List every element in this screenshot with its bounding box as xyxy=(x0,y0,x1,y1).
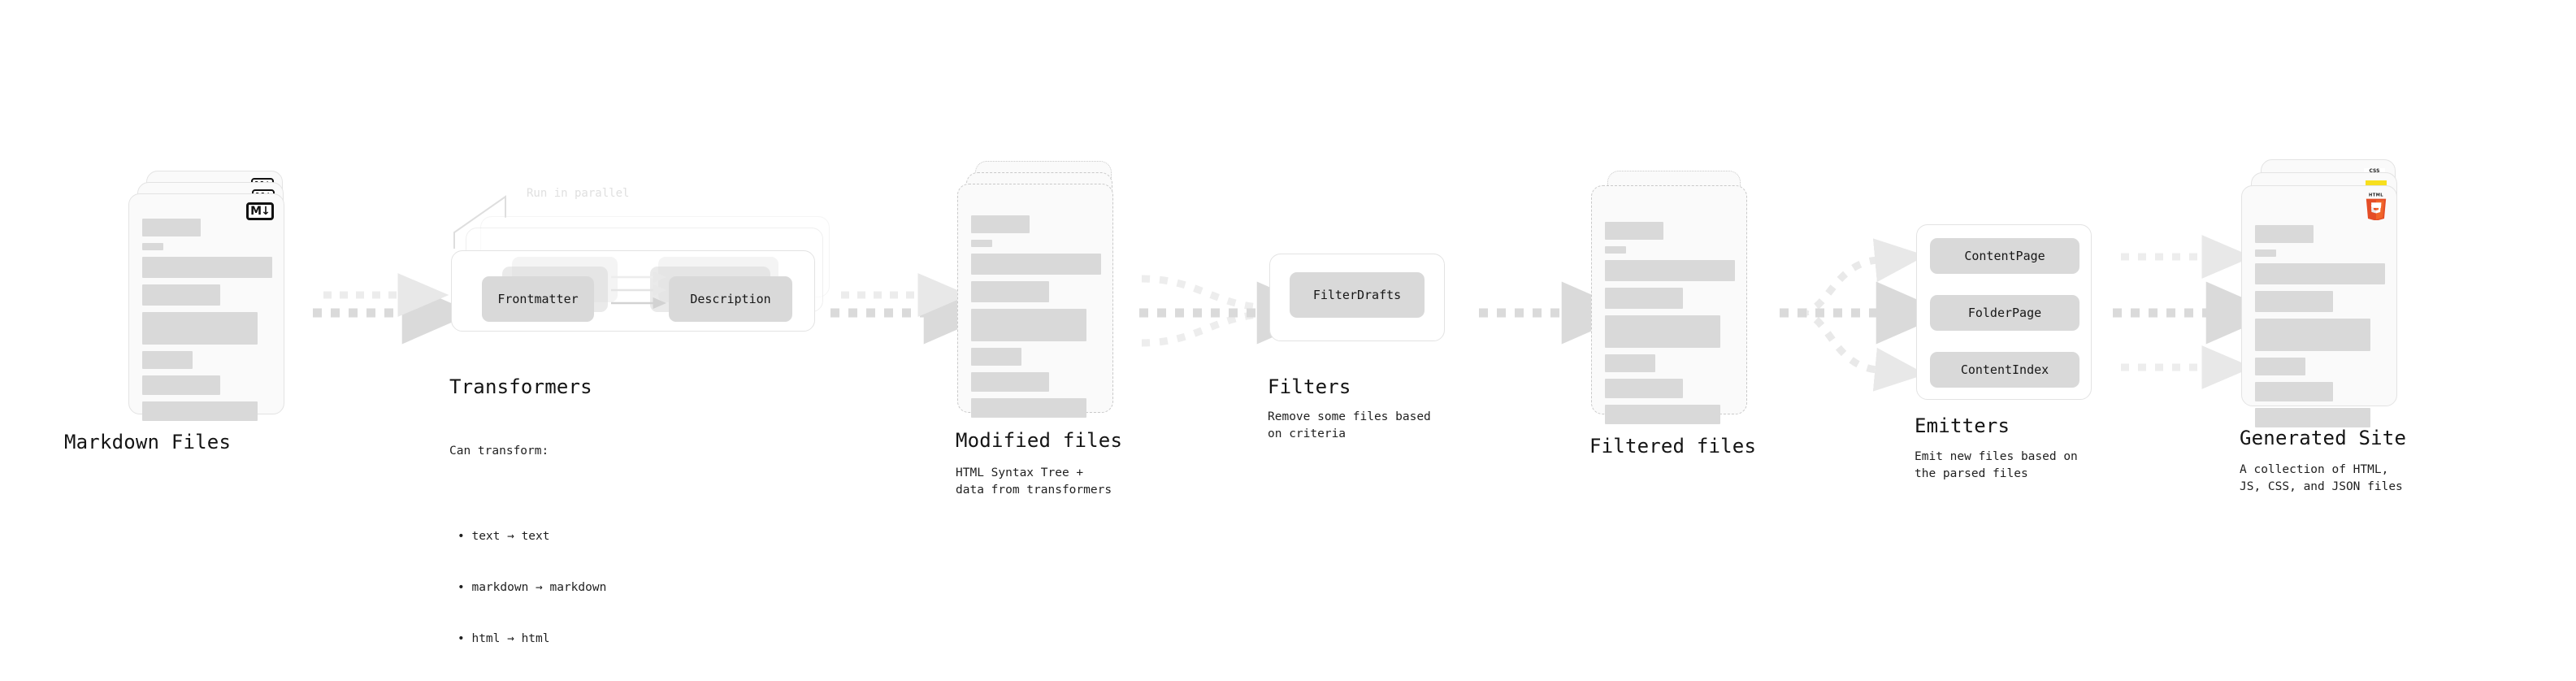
content-bar xyxy=(2255,249,2276,257)
content-bar xyxy=(1605,354,1655,372)
document-card-front xyxy=(957,184,1113,418)
run-in-parallel-label: Run in parallel xyxy=(527,187,630,200)
content-bar xyxy=(2255,382,2333,401)
content-bar xyxy=(971,281,1049,302)
emitter-chip-folderpage[interactable]: FolderPage xyxy=(1930,295,2079,331)
stage-subtitle-modified-files: HTML Syntax Tree + data from transformer… xyxy=(956,466,1112,497)
content-bar xyxy=(971,254,1101,275)
content-bar xyxy=(142,243,163,250)
content-bar xyxy=(971,398,1086,418)
content-bar xyxy=(142,351,193,369)
content-bar xyxy=(1605,246,1626,254)
emitters-panel: ContentPage FolderPage ContentIndex xyxy=(1916,224,2092,400)
content-bar xyxy=(2255,263,2385,284)
transform-list-item: html → html xyxy=(458,631,606,648)
content-bar xyxy=(971,240,992,247)
chip-label: ContentPage xyxy=(1964,249,2045,263)
document-card-front xyxy=(1591,185,1747,424)
chip-label: FilterDrafts xyxy=(1312,288,1402,302)
filter-chip-filterdrafts[interactable]: FilterDrafts xyxy=(1290,272,1425,318)
content-bar xyxy=(142,257,272,278)
connector-modified-to-filters xyxy=(1139,275,1329,347)
content-bar xyxy=(971,309,1086,341)
transform-list-item: markdown → markdown xyxy=(458,579,606,596)
transformer-chip-frontmatter[interactable]: Frontmatter xyxy=(482,276,594,322)
filtered-file-stack xyxy=(1591,167,1762,424)
emitter-chip-contentpage[interactable]: ContentPage xyxy=(1930,238,2079,274)
connector-emitters-to-site xyxy=(2113,235,2278,389)
markdown-file-stack: M↓ M↓ M↓ xyxy=(128,171,299,421)
html5-icon: HTML xyxy=(2364,191,2388,223)
html5-icon-glyph: HTML xyxy=(2366,193,2387,221)
generated-file-stack: CSS HTML xyxy=(2241,159,2412,427)
content-bar xyxy=(142,375,220,395)
chip-label: Frontmatter xyxy=(497,292,579,306)
connector-markdown-to-transformers xyxy=(313,273,474,345)
markdown-icon: M↓ xyxy=(246,202,274,220)
chip-label: Description xyxy=(690,292,771,306)
stage-title-filters: Filters xyxy=(1268,375,1351,398)
filters-panel: FilterDrafts xyxy=(1269,254,1445,341)
document-content-bars xyxy=(1605,222,1735,431)
content-bar xyxy=(2255,225,2314,243)
document-content-bars xyxy=(2255,225,2385,434)
stage-title-generated-site: Generated Site xyxy=(2240,427,2407,449)
transformer-internal-arrows xyxy=(611,272,666,310)
content-bar xyxy=(1605,315,1720,348)
content-bar xyxy=(2255,319,2370,351)
content-bar xyxy=(2255,358,2305,375)
stage-title-markdown-files: Markdown Files xyxy=(64,431,232,453)
chip-label: ContentIndex xyxy=(1960,362,2049,377)
content-bar xyxy=(1605,288,1683,309)
transform-list-item: text → text xyxy=(458,528,606,545)
content-bar xyxy=(1605,379,1683,398)
connector-filtered-to-emitters xyxy=(1780,238,1948,392)
stage-title-transformers: Transformers xyxy=(449,375,592,398)
stage-title-filtered-files: Filtered files xyxy=(1589,435,1757,458)
document-card-front: M↓ xyxy=(128,193,284,421)
transformer-chip-description[interactable]: Description xyxy=(669,276,792,322)
document-content-bars xyxy=(971,215,1101,424)
content-bar xyxy=(1605,222,1663,240)
stage-subtitle-generated-site: A collection of HTML, JS, CSS, and JSON … xyxy=(2240,463,2403,494)
run-in-parallel-bracket xyxy=(453,195,506,249)
connector-transformers-to-modified xyxy=(830,273,995,345)
stage-subtitle-transformers: Can transform: text → text markdown → ma… xyxy=(449,409,606,681)
markdown-icon-label: M↓ xyxy=(246,202,274,220)
document-content-bars xyxy=(142,219,272,427)
svg-text:HTML: HTML xyxy=(2369,193,2383,197)
chip-label: FolderPage xyxy=(1967,306,2042,320)
stage-title-modified-files: Modified files xyxy=(956,429,1123,452)
content-bar xyxy=(142,401,258,421)
content-bar xyxy=(142,284,220,306)
emitter-chip-contentindex[interactable]: ContentIndex xyxy=(1930,352,2079,388)
content-bar xyxy=(1605,405,1720,424)
stage-title-emitters: Emitters xyxy=(1915,414,2010,437)
content-bar xyxy=(1605,260,1735,281)
stage-subtitle-filters: Remove some files based on criteria xyxy=(1268,410,1431,441)
content-bar xyxy=(971,348,1021,366)
document-card-front: HTML xyxy=(2241,185,2397,427)
content-bar xyxy=(2255,291,2333,312)
modified-file-stack xyxy=(957,161,1128,418)
transform-list: text → text markdown → markdown html → h… xyxy=(449,494,606,681)
content-bar xyxy=(142,312,258,345)
content-bar xyxy=(142,219,201,236)
stage-subtitle-emitters: Emit new files based on the parsed files xyxy=(1915,450,2078,481)
content-bar xyxy=(971,215,1030,233)
content-bar xyxy=(2255,408,2370,427)
transform-heading: Can transform: xyxy=(449,445,549,458)
content-bar xyxy=(971,372,1049,392)
